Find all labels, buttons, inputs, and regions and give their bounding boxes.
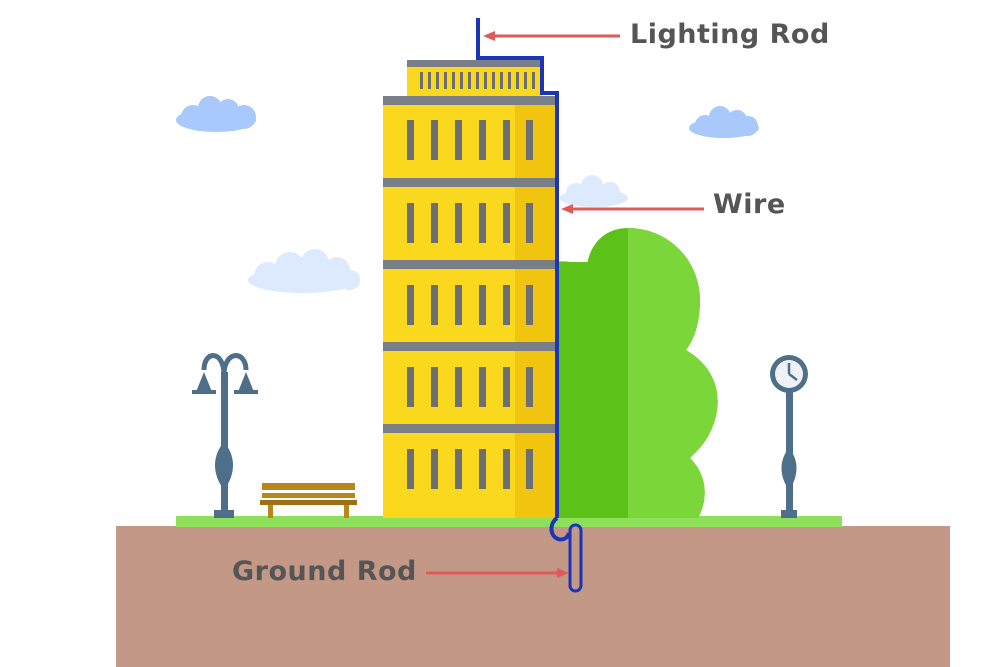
ground-soil (116, 526, 950, 667)
window (479, 203, 486, 243)
roof-window (476, 72, 479, 89)
roof-window (452, 72, 455, 89)
building (383, 60, 555, 518)
window (479, 285, 486, 325)
window (526, 285, 533, 325)
roof-window (444, 72, 447, 89)
window (526, 367, 533, 407)
roof-window (460, 72, 463, 89)
roof-window (420, 72, 423, 89)
window (526, 203, 533, 243)
window (526, 449, 533, 489)
roof-window (508, 72, 511, 89)
window (503, 203, 510, 243)
roof-window (492, 72, 495, 89)
window (503, 367, 510, 407)
roof-window (524, 72, 527, 89)
roof-window (468, 72, 471, 89)
window (503, 120, 510, 160)
roof-window (436, 72, 439, 89)
label-arrows (426, 31, 704, 578)
window (407, 449, 414, 489)
street-lamp-icon (192, 353, 258, 518)
window (431, 367, 438, 407)
roof-window (516, 72, 519, 89)
wire-icon (549, 516, 571, 542)
window (407, 120, 414, 160)
bench-icon (260, 483, 357, 518)
window (503, 285, 510, 325)
grass-strip (176, 516, 842, 527)
label-wire: Wire (713, 189, 786, 220)
window (479, 120, 486, 160)
tree-icon (555, 228, 718, 518)
window (455, 203, 462, 243)
floor-band (383, 260, 555, 269)
window (407, 285, 414, 325)
roof-window (500, 72, 503, 89)
roof-window (428, 72, 431, 89)
cloud-icon (560, 175, 628, 207)
window (455, 120, 462, 160)
floor-band (383, 178, 555, 187)
lightning-conductor (476, 18, 583, 593)
floor-band (383, 96, 555, 105)
floor-band (383, 342, 555, 351)
window (431, 285, 438, 325)
roof-window (532, 72, 535, 89)
ground-rod-icon (568, 523, 583, 593)
window (431, 203, 438, 243)
window (455, 449, 462, 489)
window (431, 120, 438, 160)
window (455, 285, 462, 325)
label-ground-rod: Ground Rod (232, 556, 417, 587)
window (455, 367, 462, 407)
roof-window (484, 72, 487, 89)
window (526, 120, 533, 160)
window (503, 449, 510, 489)
cloud-icon (689, 106, 759, 138)
window (479, 449, 486, 489)
window (407, 367, 414, 407)
window (431, 449, 438, 489)
floor-band (383, 424, 555, 433)
cloud-icon (176, 96, 256, 132)
label-lighting-rod: Lighting Rod (630, 19, 830, 50)
window (479, 367, 486, 407)
clock-icon (770, 355, 808, 518)
cloud-icon (248, 249, 360, 293)
lighting-rod-icon (476, 18, 559, 518)
window (407, 203, 414, 243)
